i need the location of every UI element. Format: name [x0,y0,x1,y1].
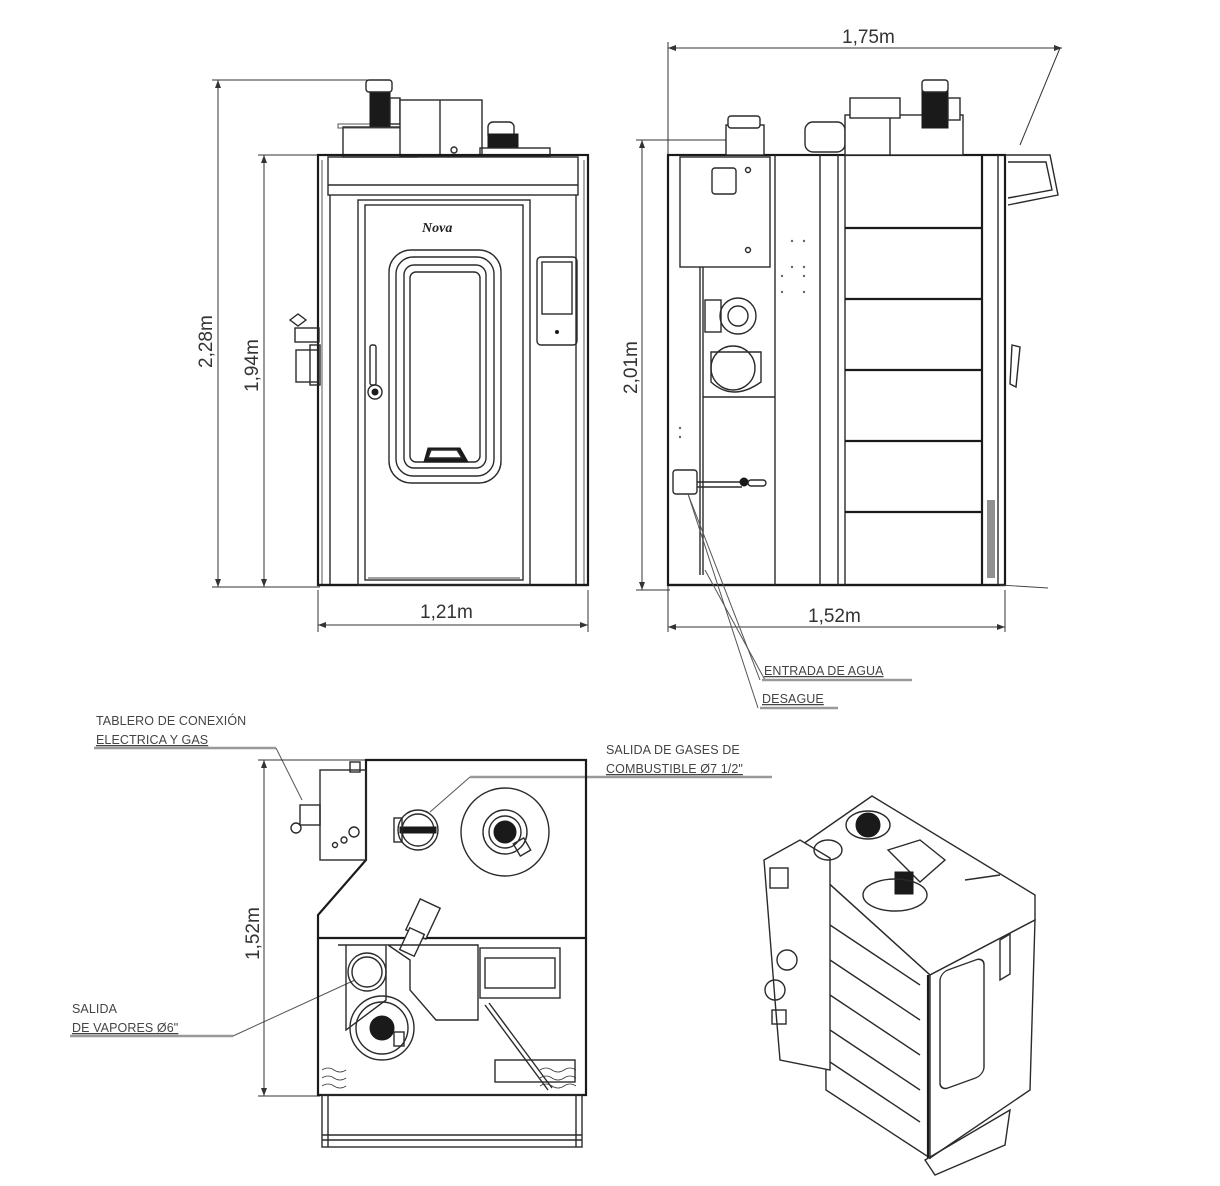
dim-label-1-21m: 1,21m [420,602,473,623]
brand-logo: Nova [421,221,452,236]
leader-lines-water [687,493,912,710]
dim-label-2-01m: 2,01m [621,341,642,394]
isometric-view [763,795,1036,1176]
dimension-front-body-height: 1,94m [242,154,320,587]
dim-label-1-75m: 1,75m [842,27,895,48]
dim-label-1-94m: 1,94m [242,339,263,392]
side-view: 1,75m 2,01m 1,52m [621,27,1062,710]
dim-label-1-52m-top: 1,52m [243,907,264,960]
label-drain: DESAGUE [762,692,824,706]
label-water-inlet: ENTRADA DE AGUA [764,664,884,678]
front-view: 2,28m 1,94m 1,21m [196,79,590,632]
label-panel-line1: TABLERO DE CONEXIÓN [96,713,246,728]
dim-label-2-28m: 2,28m [196,315,217,368]
dimension-front-width: 1,21m [317,590,589,632]
top-view: TABLERO DE CONEXIÓN ELECTRICA Y GAS SALI… [70,713,772,1148]
dimension-side-body-depth: 1,52m [668,590,1006,632]
dim-label-1-52m-side: 1,52m [808,606,861,627]
dimension-side-height: 2,01m [621,139,740,591]
label-flue-line1: SALIDA DE GASES DE [606,743,740,757]
dimension-top-depth: 1,52m [243,759,370,1097]
label-panel-line2: ELECTRICA Y GAS [96,733,208,747]
label-flue-line2: COMBUSTIBLE Ø7 1/2" [606,762,743,776]
label-vapor-line2: DE VAPORES Ø6" [72,1021,178,1035]
label-vapor-line1: SALIDA [72,1002,118,1016]
dimension-front-total-height: 2,28m [196,79,380,588]
